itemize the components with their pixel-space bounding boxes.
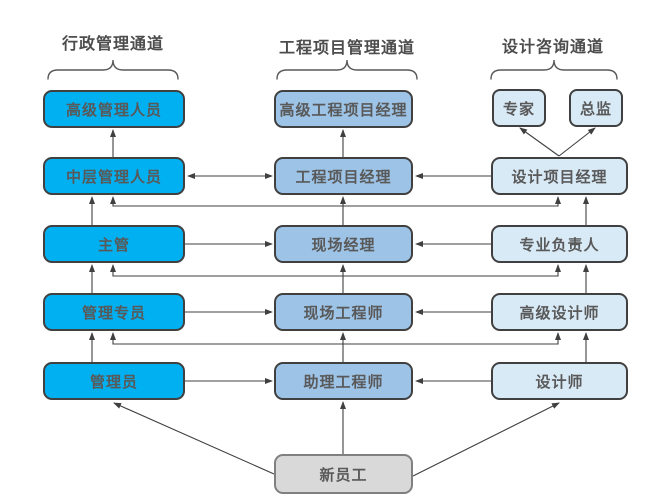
node-admin-clerk: 管理员 — [43, 362, 185, 400]
brace-design-channel — [490, 59, 618, 80]
channel-header-design: 设计咨询通道 — [501, 37, 605, 56]
node-chief-supervisor: 总监 — [569, 89, 623, 127]
node-senior-designer: 高级设计师 — [491, 293, 628, 331]
node-designer: 设计师 — [491, 362, 628, 400]
node-admin-supervisor: 主管 — [43, 225, 185, 263]
node-admin-senior: 高级管理人员 — [43, 90, 185, 128]
node-new-employee: 新员工 — [274, 454, 413, 494]
node-discipline-lead: 专业负责人 — [491, 225, 628, 263]
node-site-manager: 现场经理 — [274, 225, 413, 263]
promotion-arrows — [89, 127, 596, 362]
channel-header-admin: 行政管理通道 — [61, 34, 165, 53]
channel-header-engineering: 工程项目管理通道 — [278, 38, 416, 57]
brace-engineering-channel — [276, 59, 418, 80]
node-admin-middle: 中层管理人员 — [43, 157, 185, 195]
node-site-engineer: 现场工程师 — [274, 293, 413, 331]
node-eng-senior-pm: 高级工程项目经理 — [274, 90, 413, 128]
node-admin-specialist: 管理专员 — [43, 293, 185, 331]
node-assistant-engineer: 助理工程师 — [274, 362, 413, 400]
node-design-pm: 设计项目经理 — [491, 157, 628, 195]
node-expert: 专家 — [492, 89, 546, 127]
branch-arrows — [110, 196, 561, 345]
node-eng-pm: 工程项目经理 — [274, 157, 413, 195]
brace-admin-channel — [47, 59, 179, 80]
entry-arrows — [113, 401, 560, 477]
lateral-arrows — [185, 173, 491, 384]
